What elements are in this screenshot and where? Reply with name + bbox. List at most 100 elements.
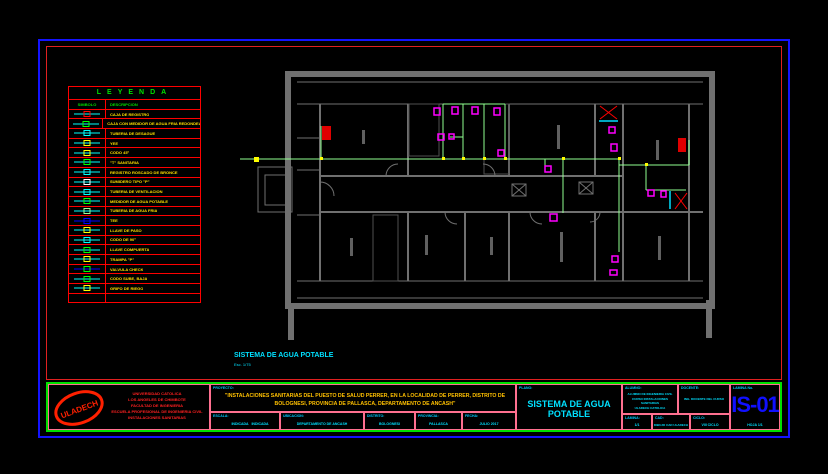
meter-box-icon (69, 119, 104, 129)
legend-label: "T" SANITARIA (110, 159, 139, 165)
legend-label: TRAMPA "P" (110, 256, 135, 262)
sheet-count-cell: LAMINA:1/1 (622, 414, 652, 430)
yee-icon (69, 138, 106, 148)
legend-row: MEDIDOR DE AGUA POTABLE (69, 196, 200, 207)
entrance-porch (257, 166, 293, 213)
legend-label: CAJA DE REGISTRO (110, 111, 150, 117)
legend-row: GRIFO DE RIEGO (69, 284, 200, 294)
legend-row: REGISTRO ROSCADO DE BRONCE (69, 167, 200, 178)
legend-label: YEE (110, 140, 119, 146)
legend-label: TEE (110, 218, 118, 224)
water-supply-pipes (240, 103, 690, 252)
legend-row: TUBERIA DE VENTILACION (69, 187, 200, 197)
sheet-number-cell: LAMINA No. IS-01 HOJA 1/1 (730, 384, 780, 430)
legend-label: MEDIDOR DE AGUA POTABLE (110, 198, 169, 204)
sheet-code: IS-01 (731, 392, 780, 417)
teacher-cell: DOCENTE:ING. DOCENTE DEL CURSO (678, 384, 730, 414)
exterior-wall (285, 71, 715, 309)
cad-cell: CAD:DIBUJO CAD ULADECH (652, 414, 690, 430)
shower-drains (599, 105, 688, 210)
location-cell: UBICACION:DEPARTAMENTO DE ANCASH (280, 412, 364, 430)
legend-row: YEE (69, 138, 200, 149)
drawing-area-border (46, 46, 782, 380)
legend-label: LLAVE COMPUERTA (110, 247, 150, 253)
project-title: "INSTALACIONES SANITARIAS DEL PUESTO DE … (224, 393, 506, 407)
cold-water-pipe-icon (69, 206, 106, 216)
drawing-caption: SISTEMA DE AGUA POTABLE (234, 352, 334, 359)
legend-row: LLAVE DE PASO (69, 225, 200, 236)
legend-row: CODO SUBE, BAJA (69, 274, 200, 285)
drawing-scale: Esc. 1/75 (234, 362, 251, 367)
legend-label: CODO 45° (110, 150, 130, 156)
legend-row: TRAMPA "P" (69, 255, 200, 265)
legend-row: SUMIDERO TIPO "P" (69, 177, 200, 188)
fittings (254, 157, 648, 166)
gate-valve-icon (69, 245, 106, 254)
cycle-cell: CICLO:VIII CICLO (690, 414, 730, 430)
legend-row: CAJA DE REGISTRO (69, 109, 200, 120)
room-labels (350, 125, 661, 262)
legend-label: TUBERIA DE VENTILACION (110, 189, 163, 195)
meter-box (254, 157, 259, 162)
legend-table: LEYENDA SIMBOLO DESCRIPCION CAJA DE REGI… (68, 86, 201, 303)
water-heaters (322, 126, 686, 152)
legend-label: REGISTRO ROSCADO DE BRONCE (110, 169, 178, 175)
legend-row: LLAVE COMPUERTA (69, 245, 200, 255)
water-meter-icon (69, 196, 106, 206)
legend-header: SIMBOLO DESCRIPCION (69, 100, 200, 110)
legend-row: "T" SANITARIA (69, 158, 200, 168)
legend-label: CODO SUBE, BAJA (110, 276, 148, 282)
date-cell: FECHA:JULIO 2017 (462, 412, 516, 430)
elbow-up-down-icon (69, 274, 106, 284)
sheet-name: SISTEMA DE AGUA POTABLE (527, 399, 611, 419)
sheet-name-cell: PLANO: SISTEMA DE AGUA POTABLE (516, 384, 622, 430)
legend-row: TUBERIA DE DESAGUE (69, 129, 200, 139)
stop-valve-icon (69, 225, 106, 235)
legend-label: LLAVE DE PASO (110, 227, 142, 233)
province-cell: PROVINCIA:PALLASCA (415, 412, 462, 430)
legend-label: TUBERIA DE AGUA FRIA (110, 208, 158, 214)
shaft-box (511, 183, 527, 197)
university-logo: ULADECH (54, 390, 104, 426)
legend-label: SUMIDERO TIPO "P" (110, 179, 150, 185)
outer-sheet-border (38, 39, 790, 438)
legend-row: CAJA CON MEDIDOR DE AGUA FRIA REDONDEADO (69, 119, 200, 130)
legend-label: CODO DE 90° (110, 237, 136, 243)
legend-title: LEYENDA (69, 87, 200, 100)
legend-row: CODO 45° (69, 148, 200, 159)
legend-label: TUBERIA DE DESAGUE (110, 130, 156, 136)
district-cell: DISTRITO:BOLOGNESI (364, 412, 415, 430)
legend-label: VALVULA CHECK (110, 266, 144, 272)
legend-label: GRIFO DE RIEGO (110, 285, 144, 291)
legend-row: TEE (69, 216, 200, 226)
drain-pipe-icon (69, 129, 106, 138)
legend-description-header: DESCRIPCION (110, 101, 138, 107)
toilet (433, 107, 441, 116)
check-valve-icon (69, 264, 106, 274)
tee-icon (69, 216, 106, 225)
irrigation-tap-icon (69, 284, 106, 293)
sanitary-fixtures (433, 106, 667, 276)
shaft-box (578, 181, 594, 195)
entrance-step (264, 174, 290, 206)
elbow-90-icon (69, 235, 106, 245)
legend-row: TUBERIA DE AGUA FRIA (69, 206, 200, 217)
project-cell: PROYECTO: "INSTALACIONES SANITARIAS DEL … (210, 384, 516, 412)
registry-box-icon (69, 109, 106, 119)
sanitary-tee-icon (69, 158, 106, 167)
sump-p-icon (69, 177, 106, 187)
vent-pipe-icon (69, 187, 106, 196)
elbow-45-icon (69, 148, 106, 158)
walls (257, 71, 715, 340)
floor-drain-icon (69, 167, 106, 177)
legend-symbol-header: SIMBOLO (69, 100, 106, 109)
legend-row: VALVULA CHECK (69, 264, 200, 275)
legend-empty-row (69, 293, 200, 302)
p-trap-icon (69, 255, 106, 264)
legend-row: CODO DE 90° (69, 235, 200, 246)
